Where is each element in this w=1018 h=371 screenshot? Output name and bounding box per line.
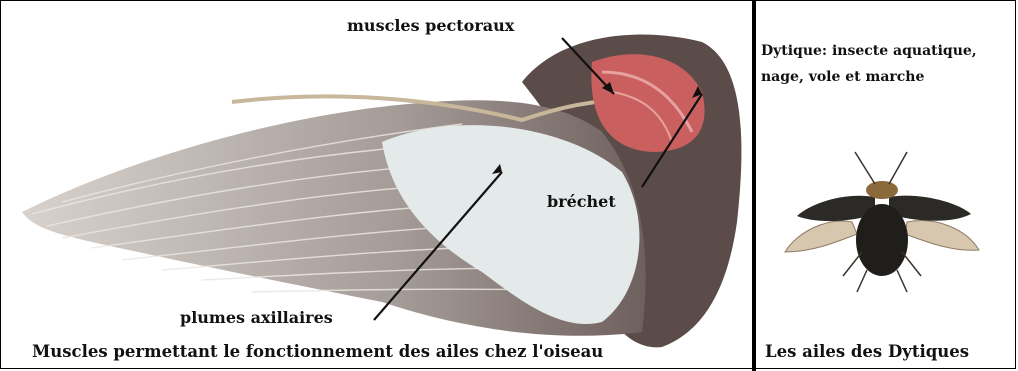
beetle-right-wing <box>905 221 979 251</box>
beetle-left-wing <box>785 221 857 252</box>
dytique-panel: Dytique: insecte aquatique, nage, vole e… <box>757 2 1016 369</box>
panel-divider <box>752 0 756 371</box>
label-brechet: bréchet <box>547 192 616 211</box>
beetle-body <box>856 204 908 276</box>
dytique-caption: Les ailes des Dytiques <box>765 342 969 361</box>
bird-wing-panel: muscles pectoraux bréchet plumes axillai… <box>2 2 750 369</box>
bird-wing-illustration <box>2 2 750 369</box>
label-plumes-axillaires: plumes axillaires <box>180 308 333 327</box>
wing-caption: Muscles permettant le fonctionnement des… <box>32 342 603 361</box>
label-muscles-pectoraux: muscles pectoraux <box>347 16 514 35</box>
dytique-illustration <box>757 2 1016 369</box>
